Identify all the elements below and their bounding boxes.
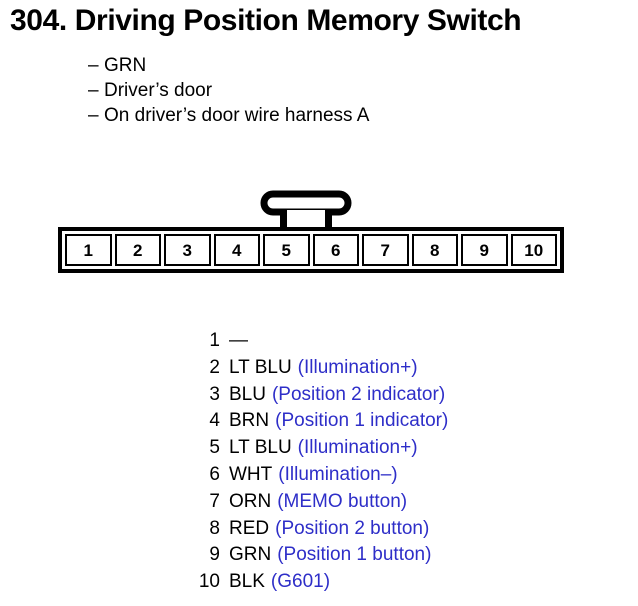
en-dash-icon: – — [88, 105, 99, 126]
pin-list-row: 3 BLU (Position 2 indicator) — [150, 382, 570, 409]
pin-number: 3 — [209, 383, 220, 405]
pin-number: 7 — [209, 490, 220, 512]
en-dash-icon: – — [88, 55, 99, 76]
connector-diagram: 1 2 3 4 5 6 7 8 9 10 — [58, 190, 564, 274]
pin-function-label: (Illumination–) — [278, 463, 398, 485]
subtitle-item-harness: –On driver’s door wire harness A — [88, 103, 588, 128]
connector-pin-3[interactable]: 3 — [164, 234, 211, 266]
connector-body: 1 2 3 4 5 6 7 8 9 10 — [58, 227, 564, 273]
page-title-number: 304. — [10, 4, 67, 37]
connector-pin-2[interactable]: 2 — [114, 234, 161, 266]
pin-list-row: 1 — — [150, 328, 570, 355]
pin-number: 9 — [209, 544, 220, 566]
pin-list-row: 6 WHT (Illumination–) — [150, 462, 570, 489]
connector-pin-5[interactable]: 5 — [263, 234, 310, 266]
subtitle-list: –GRN –Driver’s door –On driver’s door wi… — [88, 53, 588, 128]
pin-number: 4 — [209, 410, 220, 432]
connector-pin-8[interactable]: 8 — [411, 234, 458, 266]
pin-wire-color: WHT — [229, 463, 273, 485]
subtitle-item-location: –Driver’s door — [88, 78, 588, 103]
connector-pin-1[interactable]: 1 — [65, 234, 112, 266]
pin-function-label: (Position 1 button) — [277, 544, 432, 566]
pin-function-label: (Position 1 indicator) — [275, 410, 449, 432]
connector-pin-6[interactable]: 6 — [312, 234, 359, 266]
pin-number: 2 — [209, 356, 220, 378]
pin-wire-color: BRN — [229, 410, 270, 432]
pin-number: 8 — [209, 517, 220, 539]
pin-function-label: (G601) — [270, 571, 331, 593]
subtitle-item-label: GRN — [104, 55, 147, 76]
pin-wire-color: LT BLU — [229, 356, 292, 378]
connector-pin-7[interactable]: 7 — [362, 234, 409, 266]
pin-wire-color: ORN — [229, 490, 272, 512]
pin-wire-color: GRN — [229, 544, 272, 566]
pin-list-row: 2 LT BLU (Illumination+) — [150, 355, 570, 382]
pin-list-row: 8 RED (Position 2 button) — [150, 516, 570, 543]
pin-function-label: (MEMO button) — [277, 490, 408, 512]
pin-function-label: (Position 2 button) — [275, 517, 430, 539]
pin-wire-color: — — [229, 330, 248, 351]
pin-list-row: 9 GRN (Position 1 button) — [150, 542, 570, 569]
en-dash-icon: – — [88, 80, 99, 101]
pin-number: 6 — [209, 463, 220, 485]
pin-list-row: 7 ORN (MEMO button) — [150, 489, 570, 516]
pin-function-label: (Position 2 indicator) — [271, 383, 446, 405]
pin-description-list: 1 — 2 LT BLU (Illumination+) 3 BLU (Posi… — [150, 328, 570, 596]
page-title: 304.Driving Position Memory Switch — [10, 4, 522, 38]
pin-function-label: (Illumination+) — [297, 437, 418, 459]
subtitle-item-wire-color: –GRN — [88, 53, 588, 78]
page-title-text: Driving Position Memory Switch — [74, 4, 522, 37]
pin-list-row: 10 BLK (G601) — [150, 569, 570, 596]
pin-list-row: 4 BRN (Position 1 indicator) — [150, 408, 570, 435]
connector-pin-4[interactable]: 4 — [213, 234, 260, 266]
connector-latch-icon — [260, 190, 352, 230]
pin-number: 5 — [209, 437, 220, 459]
connector-pin-10[interactable]: 10 — [510, 234, 557, 266]
subtitle-item-label: On driver’s door wire harness A — [104, 105, 370, 126]
subtitle-item-label: Driver’s door — [104, 80, 213, 101]
connector-pin-9[interactable]: 9 — [461, 234, 508, 266]
pin-wire-color: BLU — [229, 383, 266, 405]
pin-wire-color: RED — [229, 517, 270, 539]
pin-number: 10 — [198, 571, 220, 593]
pin-function-label: (Illumination+) — [297, 356, 418, 378]
pin-number: 1 — [209, 330, 220, 351]
pin-wire-color: BLK — [229, 571, 265, 593]
pin-wire-color: LT BLU — [229, 437, 292, 459]
pin-list-row: 5 LT BLU (Illumination+) — [150, 435, 570, 462]
